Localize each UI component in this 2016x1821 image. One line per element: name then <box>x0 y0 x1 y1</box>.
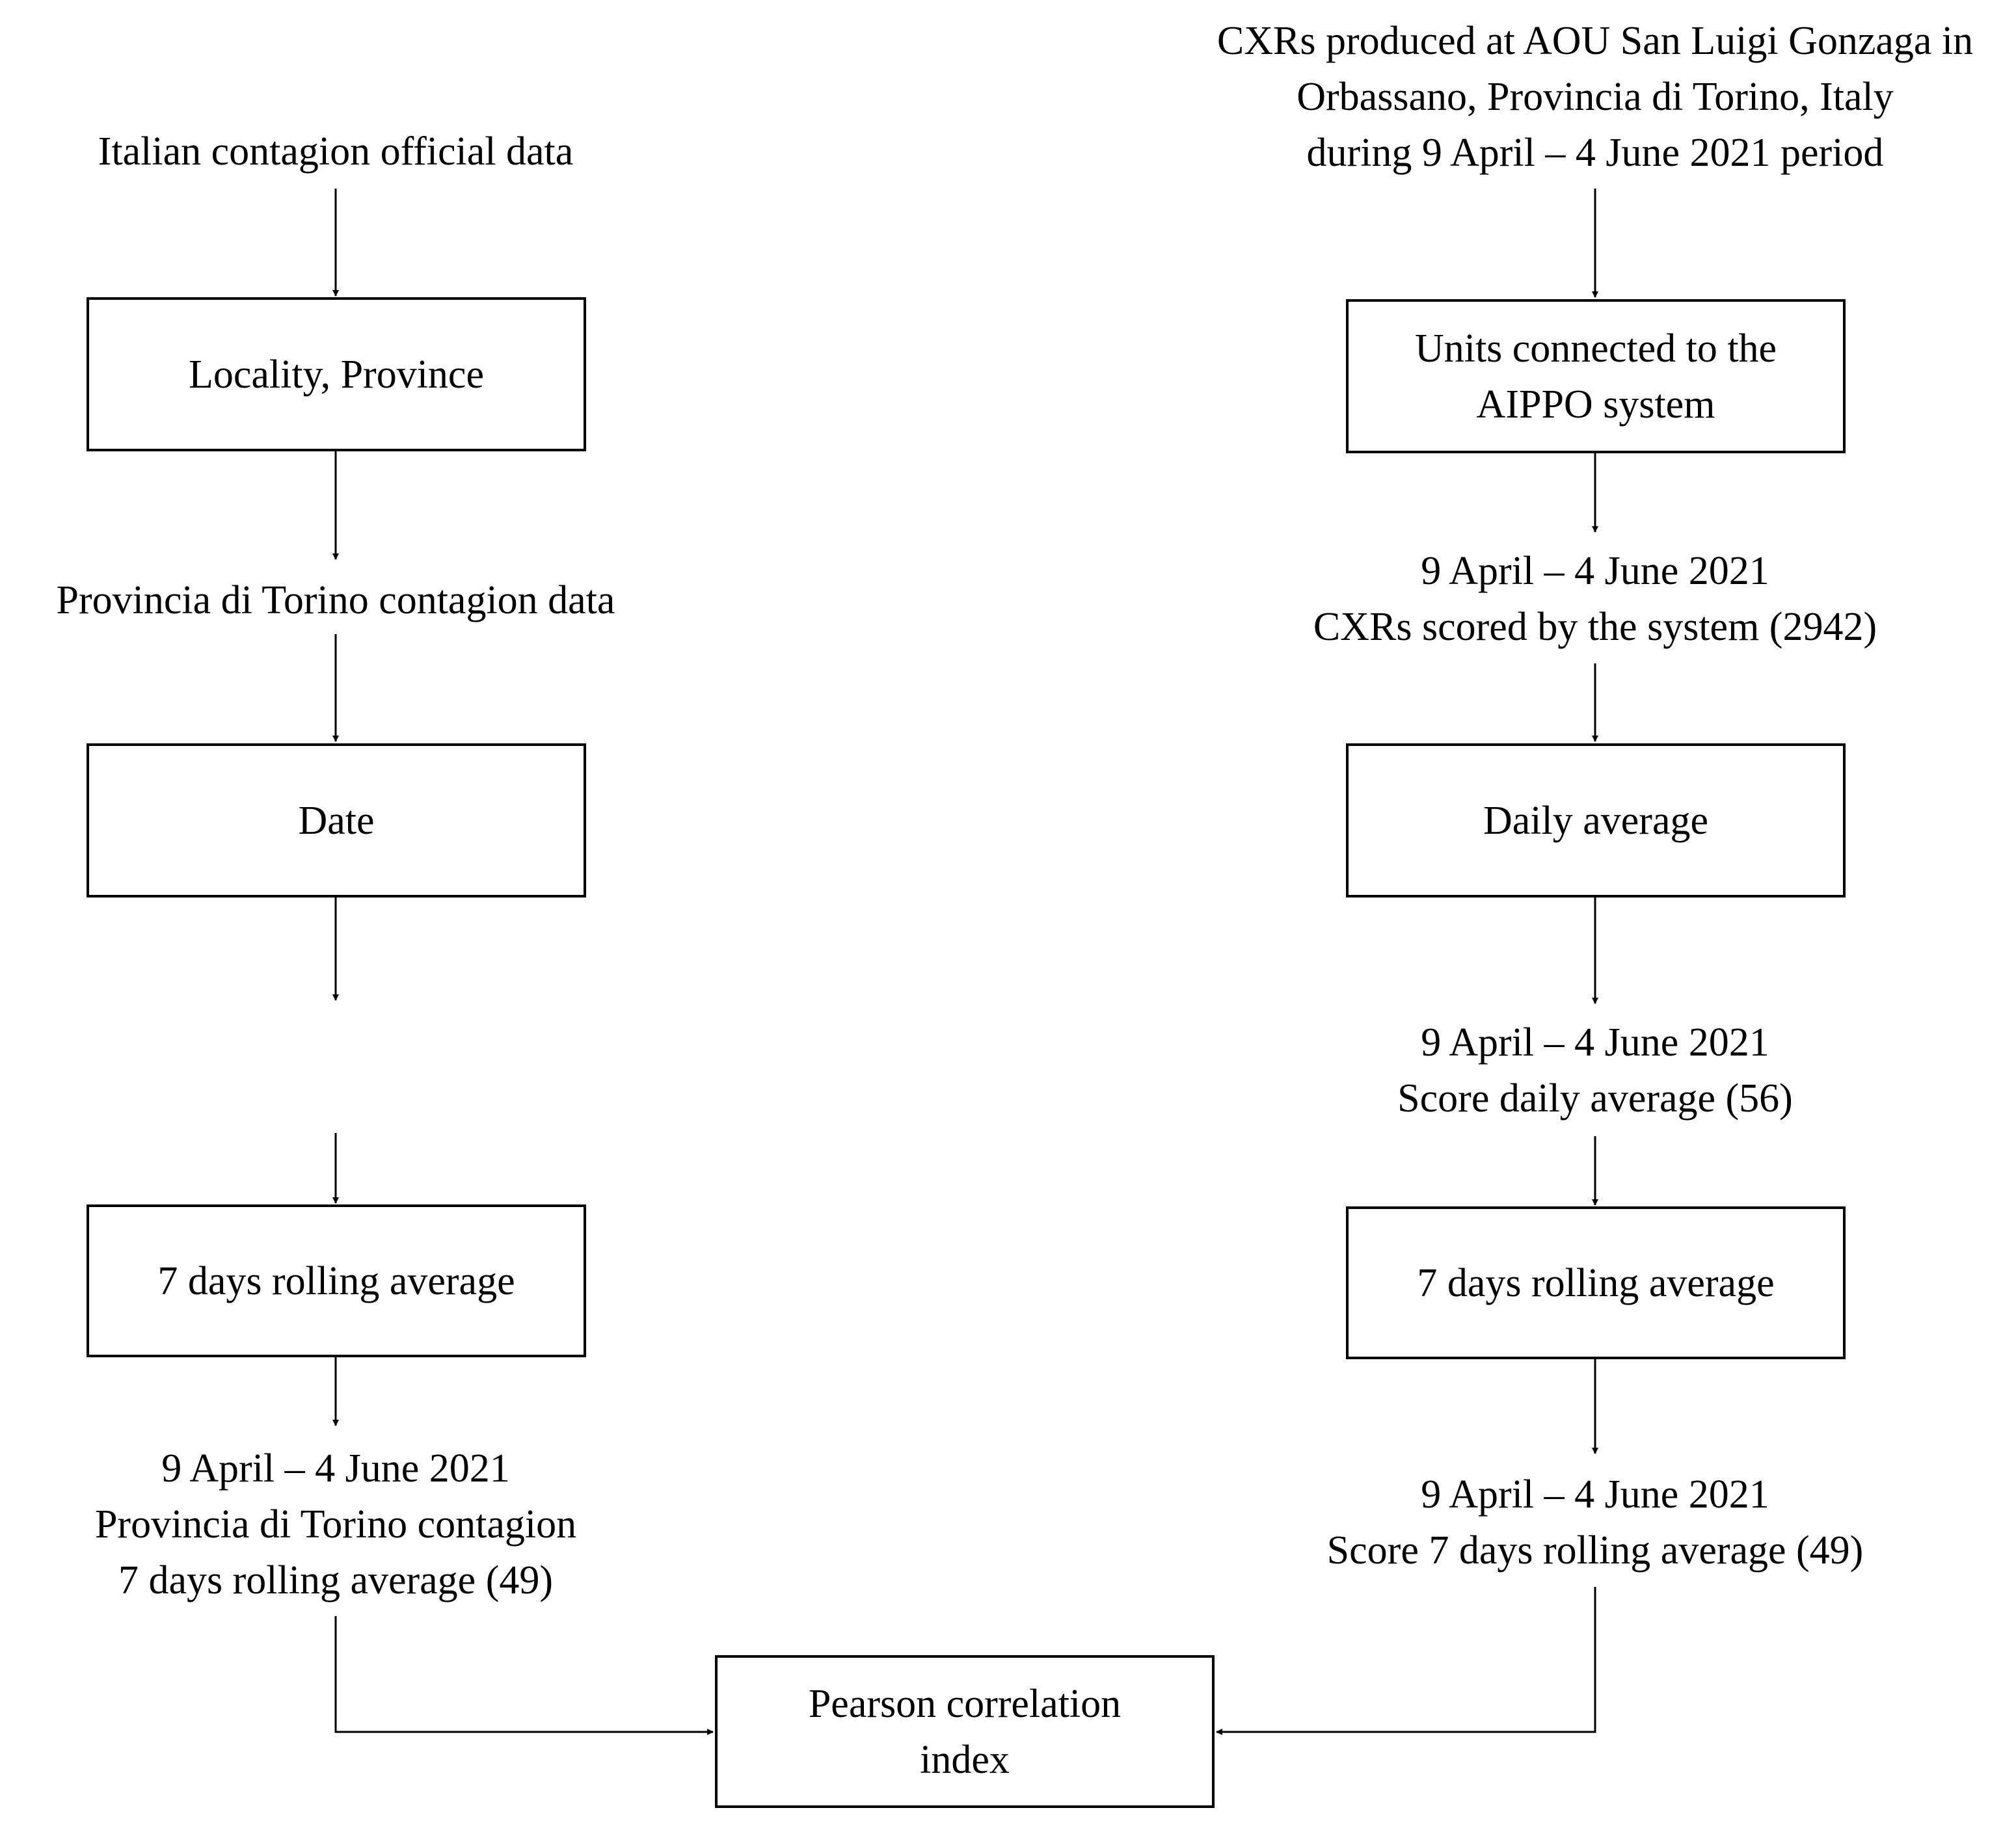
arrow-left-result-to-pearson <box>334 1616 714 1735</box>
left-result-label: 9 April – 4 June 2021 Provincia di Torin… <box>94 1446 577 1602</box>
right-source-label: CXRs produced at AOU San Luigi Gonzaga i… <box>1216 19 1974 175</box>
arrow-right-result-to-pearson <box>1216 1587 1596 1735</box>
daily-average-box: Daily average <box>1346 743 1846 897</box>
torino-contagion-data-label: Provincia di Torino contagion data <box>56 578 615 622</box>
date-box: Date <box>87 743 586 897</box>
left-source-label: Italian contagion official data <box>98 129 574 174</box>
locality-province-box: Locality, Province <box>87 297 586 451</box>
left-rolling-average-box: 7 days rolling average <box>87 1204 586 1357</box>
units-aippo-box: Units connected to the AIPPO system <box>1346 299 1846 453</box>
daily-average-result-label: 9 April – 4 June 2021 Score daily averag… <box>1397 1020 1793 1121</box>
right-result-label: 9 April – 4 June 2021 Score 7 days rolli… <box>1326 1472 1864 1573</box>
right-rolling-average-box: 7 days rolling average <box>1346 1206 1846 1359</box>
pearson-correlation-box: Pearson correlation index <box>715 1655 1215 1808</box>
cxrs-scored-label: 9 April – 4 June 2021 CXRs scored by the… <box>1313 549 1877 649</box>
